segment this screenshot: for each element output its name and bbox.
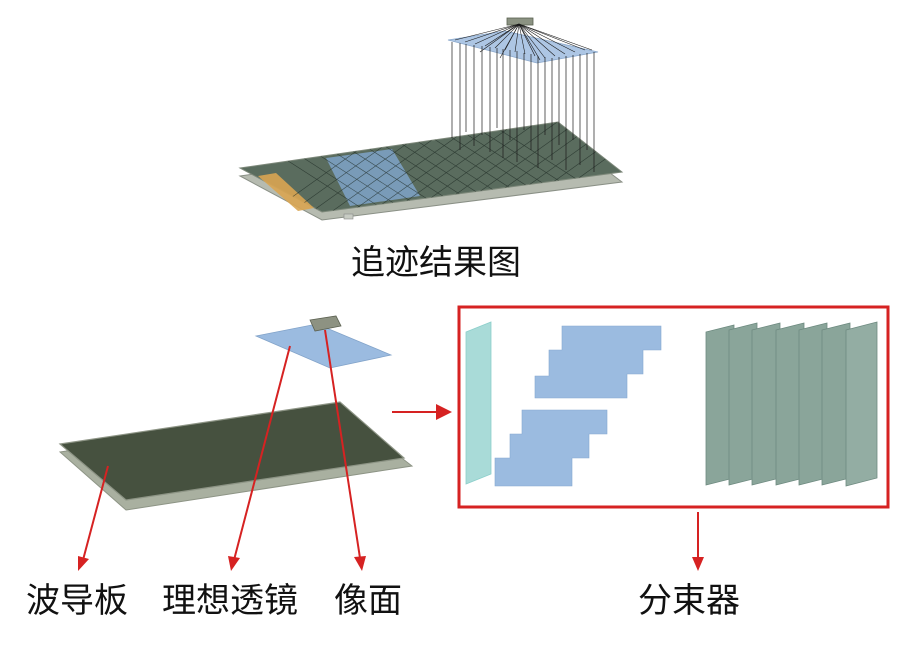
trace-result-figure (238, 17, 624, 221)
splitter-panel (845, 321, 878, 487)
arrow-waveguide (82, 465, 109, 561)
waveguide-label: 波导板 (26, 581, 128, 621)
trace-vertical-rays (451, 42, 595, 172)
arrow-to-splitter-box-head (436, 404, 452, 420)
splitter-panels (705, 321, 878, 487)
splitter-coupler (465, 321, 492, 485)
ideal-lens-label: 理想透镜 (162, 581, 298, 621)
image-plane (309, 315, 342, 332)
trace-marker (343, 213, 354, 220)
image-plane-label: 像面 (334, 581, 402, 621)
arrow-waveguide-head (78, 556, 89, 571)
components-figure (58, 315, 704, 571)
arrow-image-plane-head (354, 556, 366, 571)
splitter-stack-lower (494, 409, 608, 487)
trace-lens-plane (447, 30, 599, 64)
arrow-lens (233, 345, 291, 561)
beam-splitter-box (457, 305, 890, 509)
arrow-splitter-head (692, 557, 704, 571)
ideal-lens (254, 323, 393, 369)
pointer-arrows (78, 329, 704, 571)
trace-ray-mesh (240, 122, 622, 212)
trace-converging-rays (454, 23, 593, 61)
arrow-lens-head (228, 556, 240, 571)
beam-splitter-label: 分束器 (638, 581, 740, 621)
trace-image-plane (506, 17, 534, 26)
arrow-image-plane (324, 329, 361, 559)
splitter-stack-upper (534, 325, 662, 399)
trace-orange-strip (258, 173, 314, 211)
trace-result-label: 追迹结果图 (351, 243, 521, 283)
splitter-frame (457, 305, 890, 509)
